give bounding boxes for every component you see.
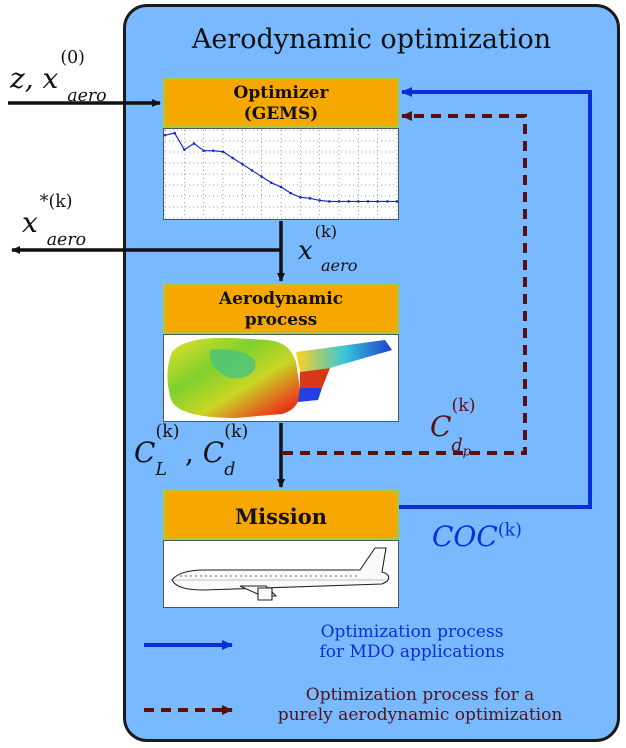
convergence-point: [279, 185, 283, 189]
aero-sublabel: process: [244, 310, 318, 330]
convergence-point: [241, 162, 244, 166]
mission-box: Mission: [163, 490, 399, 540]
cdp-sub: d: [451, 435, 463, 456]
cd-base: C: [202, 436, 225, 469]
aero-label: Aerodynamic: [218, 289, 344, 309]
convergence-point: [163, 133, 167, 137]
optimizer-label: Optimizer: [233, 83, 329, 103]
optimum-sup: *(k): [39, 192, 73, 212]
cdp-base: C: [430, 410, 452, 443]
coc-label: COC(k): [432, 520, 522, 553]
convergence-point: [231, 156, 234, 160]
optimum-sub: aero: [46, 229, 87, 250]
convergence-point: [376, 200, 379, 203]
cl-sup: (k): [155, 422, 180, 442]
cdp-feedback-arrow: [283, 111, 527, 455]
convergence-point: [337, 200, 341, 203]
cdp-sup: (k): [451, 396, 476, 416]
cdp-label: Cdp (k): [430, 396, 476, 459]
convergence-point: [202, 149, 205, 153]
legend-aero-line2: purely aerodynamic optimization: [277, 705, 563, 725]
legend-mdo-text: Optimization process for MDO application…: [262, 622, 562, 662]
optimum-label: x aero *(k): [22, 192, 86, 250]
iterate-sub: aero: [320, 256, 358, 276]
input-vars-sub: aero: [67, 85, 107, 106]
legend-mdo-line1: Optimization process: [320, 622, 504, 642]
convergence-grid: [164, 129, 398, 219]
input-vars-sup: (0): [60, 48, 85, 68]
convergence-point: [270, 181, 273, 185]
iterate-sup: (k): [314, 222, 338, 241]
nacelle-picture: [167, 337, 392, 418]
convergence-points: [163, 131, 399, 203]
convergence-point: [212, 149, 215, 153]
aircraft-picture: [171, 547, 390, 601]
cl-base: C: [134, 436, 156, 469]
cd-sub: d: [224, 459, 236, 480]
convergence-point: [299, 195, 302, 199]
coefficients-label: CL(k), Cd(k): [134, 422, 248, 480]
convergence-line: [164, 132, 397, 203]
convergence-point: [183, 148, 186, 151]
coc-sup: (k): [497, 520, 522, 541]
convergence-point: [289, 191, 292, 195]
input-vars-label: z, x aero (0): [10, 48, 107, 106]
optimizer-sublabel: (GEMS): [243, 104, 319, 124]
cd-sup: (k): [224, 422, 249, 442]
convergence-point: [308, 197, 312, 200]
convergence-point: [173, 131, 176, 135]
coeff-separator: ,: [184, 436, 203, 469]
convergence-point: [357, 200, 360, 203]
mission-label: Mission: [234, 504, 328, 529]
convergence-point: [260, 175, 263, 178]
legend-aero-line1: Optimization process for a: [305, 685, 535, 705]
diagram-title: Aerodynamic optimization: [191, 24, 552, 55]
convergence-point: [328, 200, 331, 203]
coc-base: COC: [432, 520, 498, 553]
convergence-point: [221, 150, 225, 154]
cl-sub: L: [155, 459, 167, 480]
iterate-label: x aero (k): [298, 222, 357, 275]
aero-process-box: Aerodynamic process: [163, 284, 399, 334]
legend-aero-text: Optimization process for a purely aerody…: [250, 685, 590, 725]
convergence-point: [192, 142, 196, 145]
convergence-point: [250, 169, 254, 172]
iterate-base: x: [298, 236, 313, 266]
convergence-point: [366, 200, 370, 203]
convergence-point: [318, 199, 321, 202]
cdp-subsub: p: [462, 444, 471, 460]
coc-feedback-arrow: [399, 87, 592, 509]
convergence-point: [395, 200, 399, 203]
convergence-point: [347, 200, 350, 203]
legend-mdo-line2: for MDO applications: [319, 642, 505, 662]
optimum-base: x: [22, 206, 38, 239]
optimizer-box: Optimizer (GEMS): [163, 78, 399, 128]
input-vars-base: z, x: [10, 62, 59, 95]
convergence-point: [386, 200, 389, 203]
